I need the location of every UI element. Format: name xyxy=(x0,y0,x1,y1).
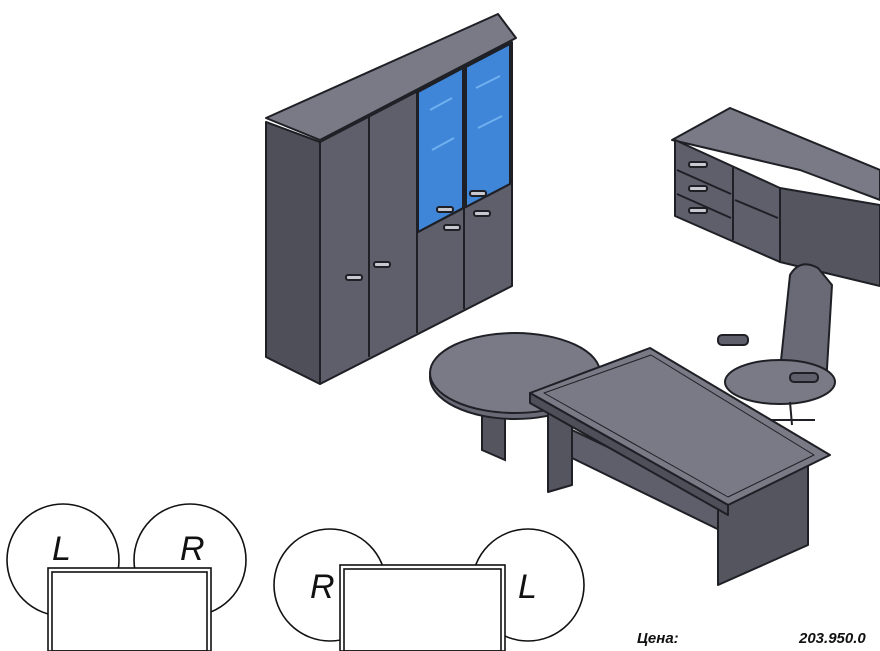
wardrobe-top xyxy=(265,13,517,141)
chair-armrest xyxy=(717,334,749,346)
chair-seat xyxy=(724,359,836,405)
wardrobe-handle xyxy=(469,190,487,197)
plan-desk xyxy=(47,567,212,651)
plan-letter: R xyxy=(180,530,205,568)
price-value: 203.950.0 xyxy=(799,630,866,647)
plan-letter: L xyxy=(52,530,71,568)
credenza-top xyxy=(671,107,880,201)
plan-view-left: L R xyxy=(6,503,247,651)
glass-door-right xyxy=(465,43,511,208)
credenza xyxy=(671,107,880,287)
plan-view-right: R L xyxy=(273,528,585,651)
chair-back xyxy=(779,263,833,386)
price-label: Цена: xyxy=(637,630,679,647)
plan-letter: R xyxy=(310,568,335,606)
wardrobe-handle xyxy=(473,210,491,217)
wardrobe-side xyxy=(265,121,321,385)
plan-desk xyxy=(339,564,506,651)
wardrobe xyxy=(265,13,517,385)
credenza-right xyxy=(779,187,880,287)
office-chair xyxy=(717,263,836,426)
wardrobe-handle xyxy=(436,206,454,213)
plan-letter: L xyxy=(518,568,537,606)
desk xyxy=(529,347,831,586)
wardrobe-handle xyxy=(345,274,363,281)
wardrobe-handle xyxy=(373,261,391,268)
wardrobe-handle xyxy=(443,224,461,231)
